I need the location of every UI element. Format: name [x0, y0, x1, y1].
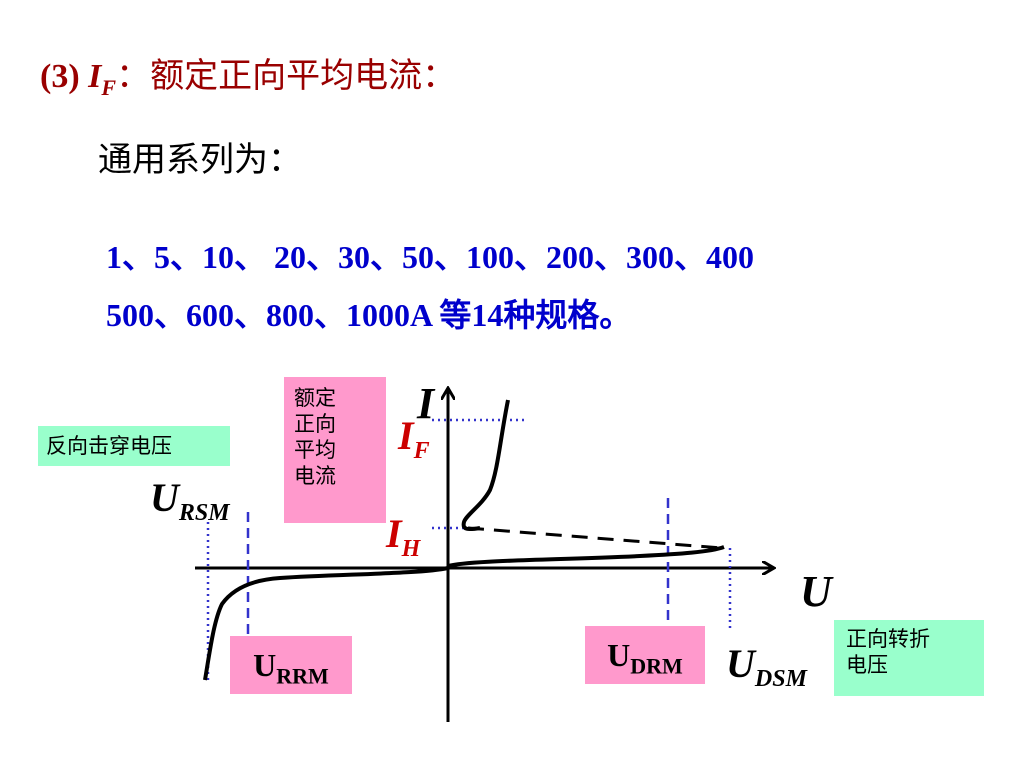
reverse-breakdown-box: 反向击穿电压 [38, 426, 230, 466]
rated-current-box: 额定 正向 平均 电流 [284, 377, 386, 523]
forward-conduction-curve [461, 399, 510, 532]
axis-u-label: U [800, 567, 832, 616]
breakover-dashed-line [467, 526, 723, 550]
udrm-box: UDRM [585, 626, 705, 684]
if-label: IF [398, 413, 430, 464]
heading-symbol: IF [88, 58, 117, 100]
ih-label: IH [386, 511, 421, 562]
udsm-label: UDSM [726, 641, 807, 692]
series-line-2: 500、600、800、1000A 等14种规格。 [106, 297, 632, 333]
reverse-blocking-curve [203, 566, 449, 681]
forward-breakover-box: 正向转折 电压 [834, 620, 984, 696]
page-heading: (3) IF：额定正向平均电流： [40, 48, 456, 101]
ursm-label: URSM [150, 475, 230, 526]
heading-number: (3) [40, 58, 80, 95]
axis-i-label: I [417, 379, 435, 428]
series-line-1: 1、5、10、 20、30、50、100、200、300、400 [106, 239, 755, 275]
subheading: 通用系列为： [98, 140, 302, 180]
forward-blocking-curve [447, 545, 725, 568]
urrm-box: URRM [230, 636, 352, 694]
heading-text: ：额定正向平均电流： [116, 58, 457, 95]
